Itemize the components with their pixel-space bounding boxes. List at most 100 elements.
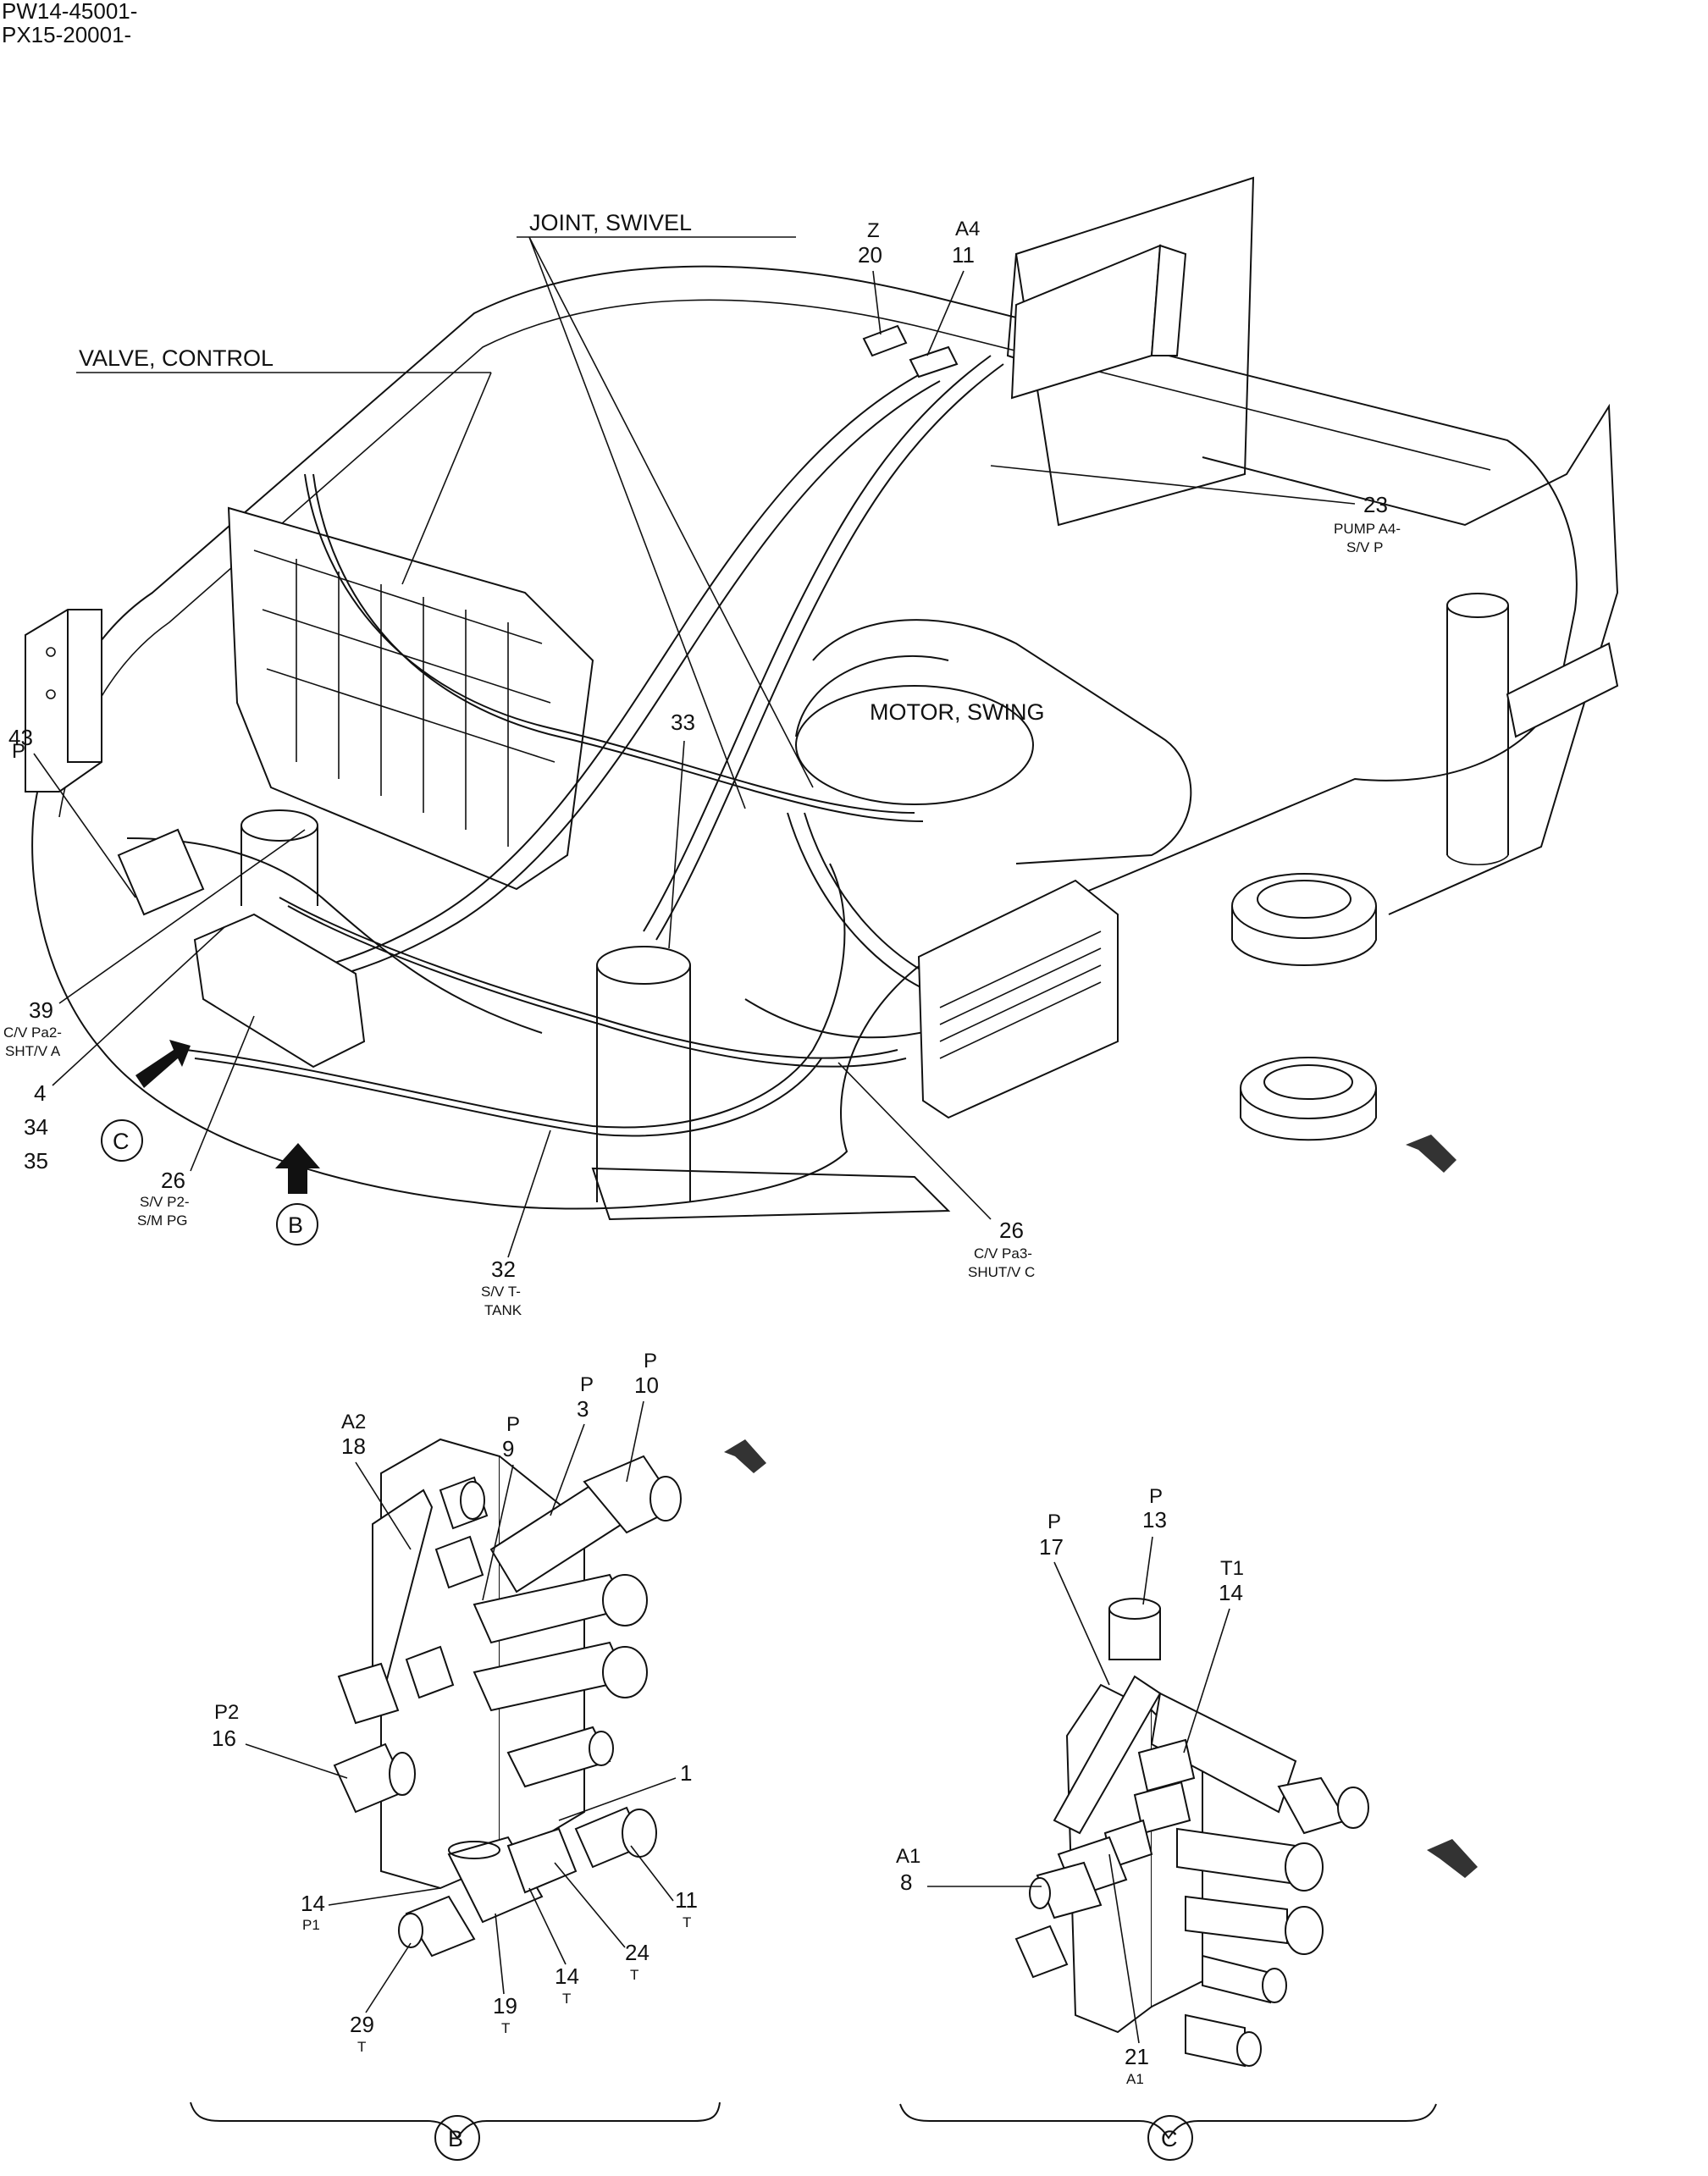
callout-23: 23 PUMP A4- S/V P xyxy=(990,465,1401,555)
callout-8: A1 8 xyxy=(896,1845,1042,1895)
svg-text:VALVE, CONTROL: VALVE, CONTROL xyxy=(79,345,274,371)
svg-text:A1: A1 xyxy=(1126,2071,1144,2087)
svg-text:35: 35 xyxy=(24,1148,48,1174)
svg-text:P2: P2 xyxy=(214,1701,239,1724)
svg-text:26: 26 xyxy=(161,1168,185,1193)
svg-text:26: 26 xyxy=(999,1218,1024,1243)
svg-text:SHUT/V C: SHUT/V C xyxy=(968,1264,1035,1280)
svg-text:1: 1 xyxy=(680,1760,692,1786)
svg-text:P: P xyxy=(1047,1510,1061,1533)
svg-text:17: 17 xyxy=(1039,1534,1064,1560)
front-direction-arrow xyxy=(1406,1135,1456,1173)
svg-text:A4: A4 xyxy=(955,218,980,240)
svg-text:C/V Pa2-: C/V Pa2- xyxy=(3,1024,62,1041)
callout-26-left: 26 S/V P2- S/M PG xyxy=(137,1015,255,1229)
callout-10: P 10 xyxy=(626,1350,659,1483)
callout-valve-control: VALVE, CONTROL xyxy=(76,345,492,585)
callout-24: 24 T xyxy=(554,1862,649,1983)
svg-text:P: P xyxy=(644,1350,657,1372)
svg-text:P: P xyxy=(506,1413,520,1436)
view-b-arrow: B xyxy=(275,1143,320,1245)
svg-text:19: 19 xyxy=(493,1993,517,2019)
svg-text:TANK: TANK xyxy=(484,1302,522,1318)
svg-text:PUMP A4-: PUMP A4- xyxy=(1334,521,1401,537)
svg-text:S/V P: S/V P xyxy=(1346,539,1383,555)
svg-text:14: 14 xyxy=(555,1963,579,1989)
svg-text:43: 43 xyxy=(8,725,33,750)
callout-29: 29 T xyxy=(350,1942,412,2055)
svg-text:JOINT, SWIVEL: JOINT, SWIVEL xyxy=(529,210,692,235)
svg-text:13: 13 xyxy=(1142,1507,1167,1533)
callout-20: Z 20 xyxy=(858,219,882,335)
callout-14-t1: T1 14 xyxy=(1183,1557,1244,1754)
svg-text:C/V Pa3-: C/V Pa3- xyxy=(974,1245,1032,1262)
callout-9: P 9 xyxy=(482,1413,520,1601)
view-b-bracket: B xyxy=(190,2101,721,2161)
svg-text:P: P xyxy=(580,1373,594,1396)
callout-16: P2 16 xyxy=(212,1701,348,1779)
view-c-direction-arrow xyxy=(1427,1839,1478,1878)
svg-text:T: T xyxy=(630,1967,638,1983)
callout-14-p1: 14 P1 xyxy=(301,1887,441,1933)
svg-text:18: 18 xyxy=(341,1433,366,1459)
view-b-marker: B xyxy=(288,1212,303,1238)
svg-text:S/V T-: S/V T- xyxy=(481,1284,521,1300)
svg-text:14: 14 xyxy=(1219,1580,1243,1605)
svg-text:11: 11 xyxy=(675,1887,698,1913)
view-b-direction-arrow xyxy=(724,1439,766,1473)
svg-text:T: T xyxy=(562,1991,571,2007)
callout-13: P 13 xyxy=(1142,1485,1167,1605)
svg-text:8: 8 xyxy=(900,1869,912,1895)
svg-text:20: 20 xyxy=(858,242,882,268)
svg-text:34: 34 xyxy=(24,1114,48,1140)
svg-text:T1: T1 xyxy=(1220,1557,1244,1580)
svg-text:A2: A2 xyxy=(341,1411,366,1433)
svg-text:A1: A1 xyxy=(896,1845,920,1868)
svg-text:14: 14 xyxy=(301,1891,325,1916)
callout-43: P 43 xyxy=(8,725,136,898)
svg-text:T: T xyxy=(357,2039,366,2055)
callout-3: P 3 xyxy=(550,1373,594,1516)
svg-text:SHT/V A: SHT/V A xyxy=(5,1043,61,1059)
callout-11-t: 11 T xyxy=(630,1845,698,1930)
callout-11-a4: A4 11 xyxy=(926,218,980,356)
callout-39: 39 C/V Pa2- SHT/V A xyxy=(3,829,306,1059)
svg-text:T: T xyxy=(683,1914,691,1930)
svg-text:16: 16 xyxy=(212,1726,236,1751)
callout-32: 32 S/V T- TANK xyxy=(481,1129,551,1318)
svg-text:29: 29 xyxy=(350,2012,374,2037)
svg-text:MOTOR, SWING: MOTOR, SWING xyxy=(870,699,1045,725)
callout-19: 19 T xyxy=(493,1913,517,2036)
svg-text:T: T xyxy=(501,2020,510,2036)
svg-text:39: 39 xyxy=(29,997,53,1023)
callout-21: 21 A1 xyxy=(1108,1853,1149,2087)
svg-text:32: 32 xyxy=(491,1256,516,1282)
detail-view-b xyxy=(333,1438,682,1958)
callout-14-t: 14 T xyxy=(528,1887,579,2007)
svg-text:P: P xyxy=(12,740,25,763)
callout-18: A2 18 xyxy=(341,1411,412,1550)
callout-motor-swing: MOTOR, SWING xyxy=(870,699,1045,725)
svg-text:23: 23 xyxy=(1363,492,1388,517)
view-c-label: C xyxy=(1161,2126,1178,2151)
svg-text:24: 24 xyxy=(625,1940,649,1965)
view-b-label: B xyxy=(448,2126,463,2151)
view-c-marker: C xyxy=(113,1129,130,1154)
svg-text:11: 11 xyxy=(952,242,975,268)
svg-text:21: 21 xyxy=(1125,2044,1149,2069)
callout-17: P 17 xyxy=(1039,1510,1110,1686)
svg-text:4: 4 xyxy=(34,1080,46,1106)
detail-view-c xyxy=(1014,1598,1369,2068)
main-assembly-drawing xyxy=(25,176,1619,1221)
svg-text:3: 3 xyxy=(577,1396,589,1422)
view-c-bracket: C xyxy=(899,2103,1437,2161)
svg-text:10: 10 xyxy=(634,1372,659,1398)
callout-33: 33 xyxy=(668,710,695,949)
callout-1: 1 xyxy=(558,1760,692,1821)
callout-4-34-35: 4 34 35 xyxy=(24,926,225,1174)
svg-text:S/M PG: S/M PG xyxy=(137,1212,188,1229)
svg-text:33: 33 xyxy=(671,710,695,735)
svg-text:P: P xyxy=(1149,1485,1163,1508)
svg-text:S/V P2-: S/V P2- xyxy=(140,1194,190,1210)
